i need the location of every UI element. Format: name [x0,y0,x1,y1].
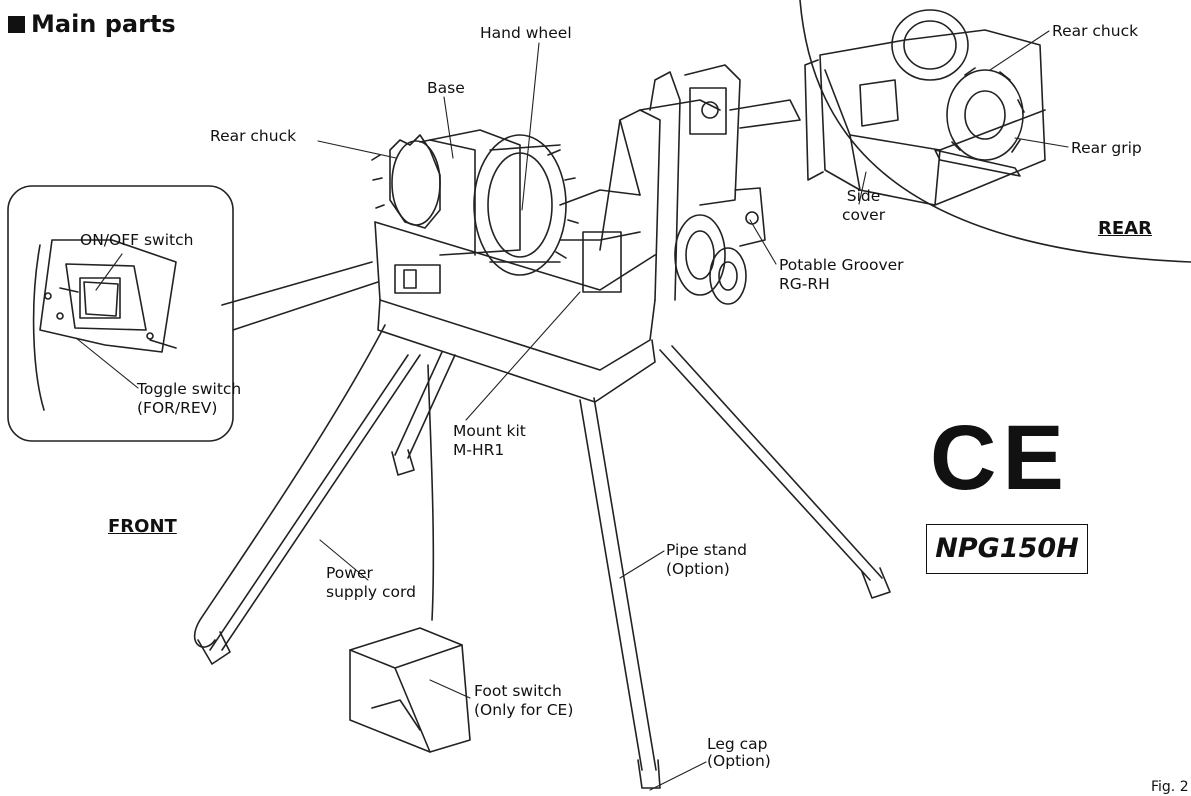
label-foot-switch: Foot switch (Only for CE) [474,682,574,719]
front-view-label: FRONT [108,516,177,537]
label-power-supply-cord: Power supply cord [326,564,416,601]
switch-inset-box [7,185,234,442]
title-square-icon [8,16,25,33]
rear-view-machine [804,9,1046,206]
label-leg-cap: Leg cap (Option) [707,735,771,770]
rear-view-label: REAR [1098,218,1152,239]
figure-number: Fig. 2 [1151,779,1189,795]
model-number-box: NPG150H [926,524,1088,574]
label-base: Base [427,79,465,97]
label-potable-groover: Potable Groover RG-RH [779,256,904,293]
label-side-cover: Side cover [842,187,886,224]
leader-lines [75,30,1069,791]
label-on-off-switch: ON/OFF switch [80,231,194,249]
label-mount-kit: Mount kit M-HR1 [453,422,526,459]
label-rear-grip: Rear grip [1071,139,1142,157]
label-rear-chuck-front: Rear chuck [210,127,297,145]
page-title-text: Main parts [31,10,176,38]
front-machine [193,64,891,789]
label-toggle-switch: Toggle switch (FOR/REV) [137,380,242,417]
label-rear-chuck-rear: Rear chuck [1052,22,1139,40]
ce-mark: CE [930,407,1070,509]
switch-inset-drawing [32,239,177,411]
label-pipe-stand: Pipe stand (Option) [666,541,747,578]
page-title: Main parts [8,10,176,38]
rear-view-boundary [799,0,1191,263]
label-hand-wheel: Hand wheel [480,24,572,42]
